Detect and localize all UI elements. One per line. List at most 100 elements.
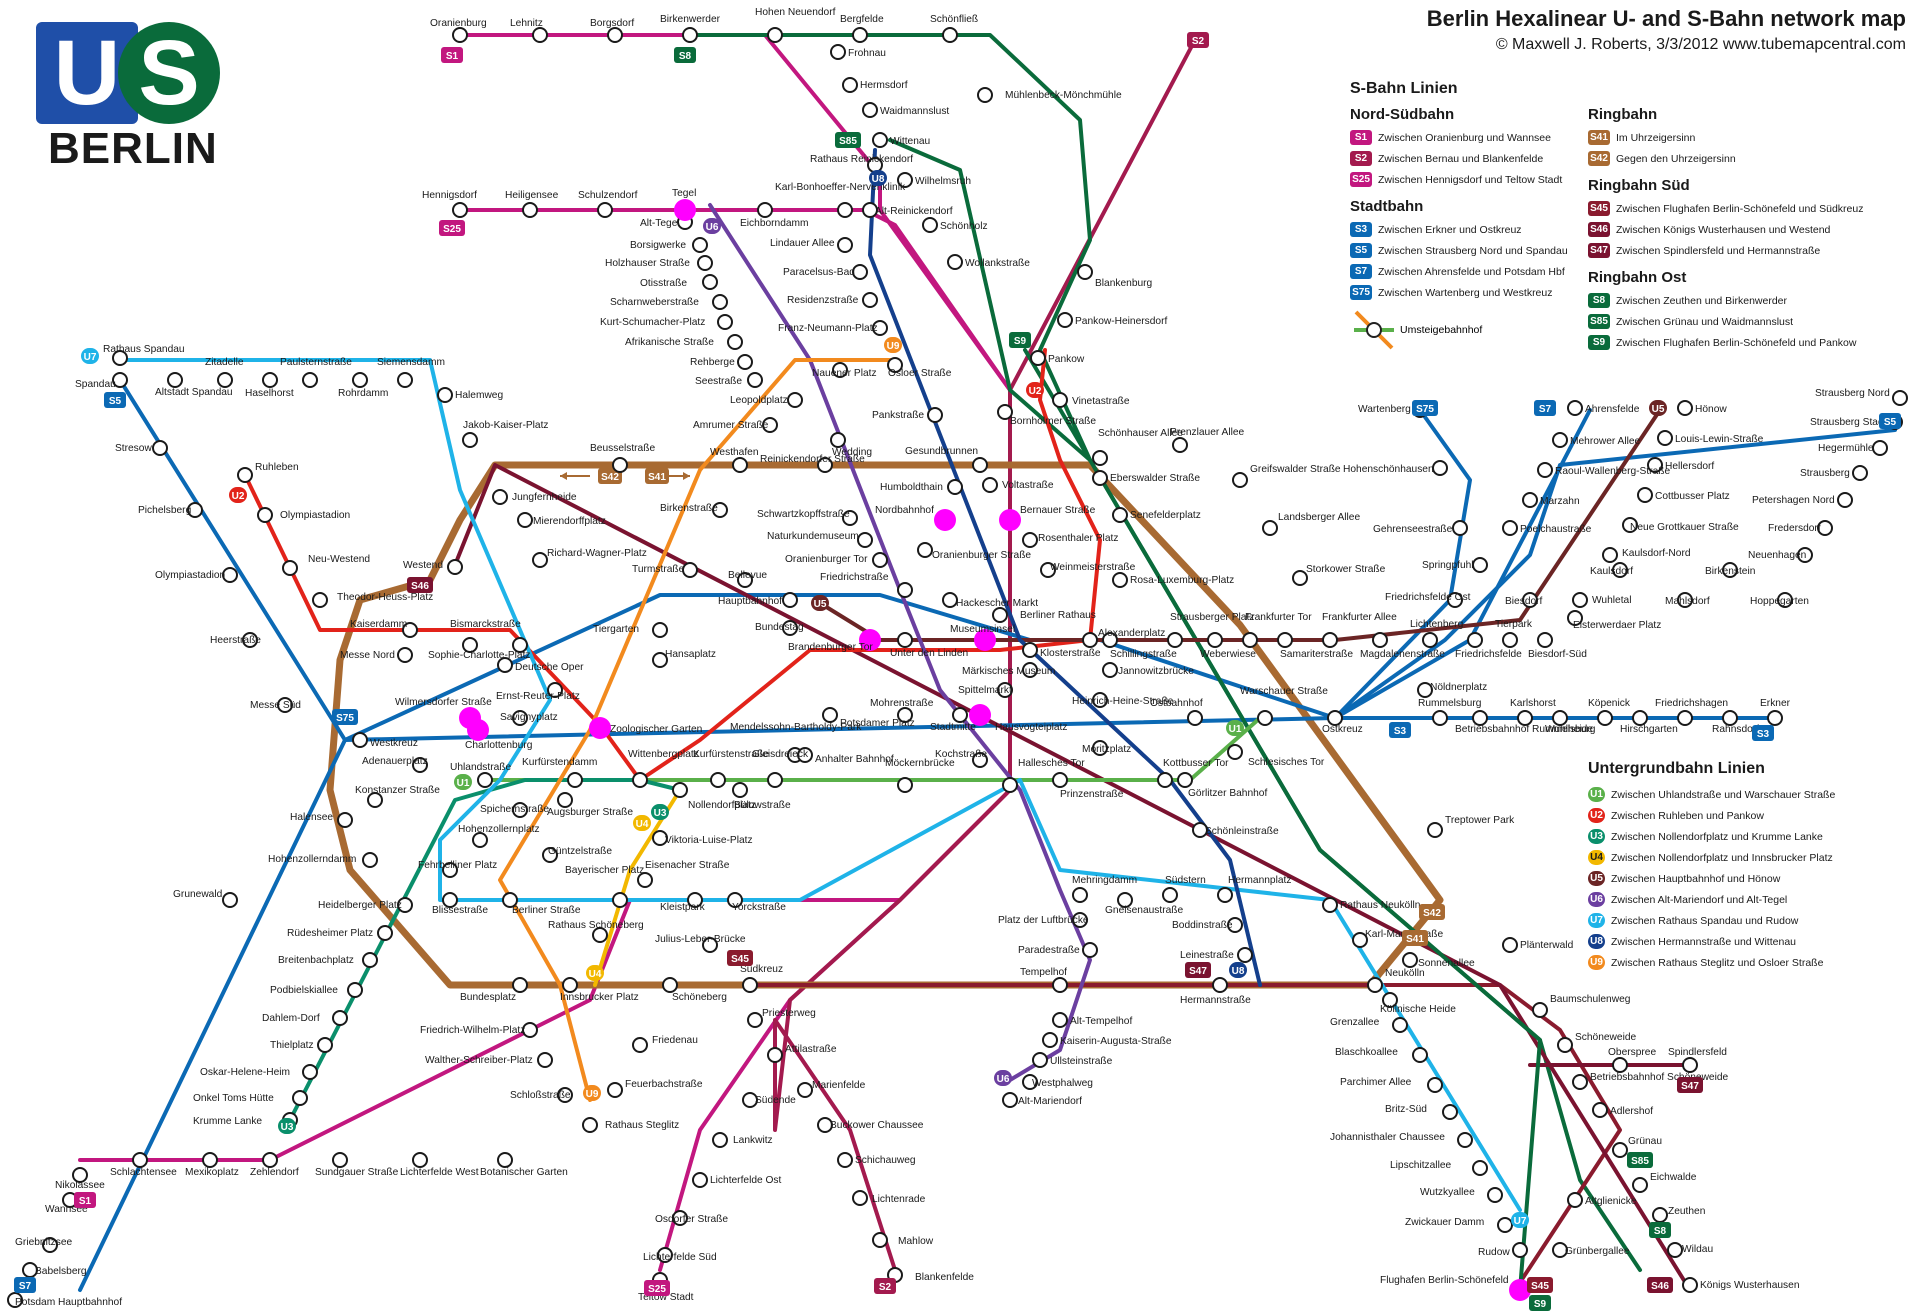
line-badge-s47-39[interactable]: S47 — [1677, 1077, 1703, 1093]
line-badge-s75-15[interactable]: S75 — [332, 709, 358, 725]
station-spittelmarkt-67-marker[interactable] — [997, 682, 1013, 698]
station-mehringdamm-202-marker[interactable] — [1072, 887, 1088, 903]
station-potsdam-hauptbahnhof-301-marker[interactable] — [7, 1292, 23, 1308]
station-rathaus-steglitz-274-marker[interactable] — [582, 1117, 598, 1133]
station-hackescher-markt-61-marker[interactable] — [942, 592, 958, 608]
station-neuenhagen-168-marker[interactable] — [1797, 547, 1813, 563]
station-friedenau-276-marker[interactable] — [632, 1037, 648, 1053]
line-badge-u8-5[interactable]: U8 — [869, 170, 887, 186]
station-pankstra-e-47-marker[interactable] — [927, 407, 943, 423]
transfer-station-marker-5[interactable] — [969, 704, 991, 726]
station-sch-nleinstra-e-198-marker[interactable] — [1192, 822, 1208, 838]
station-sch-nhauser-allee-194-marker[interactable] — [1092, 450, 1108, 466]
station-marzahn-159-marker[interactable] — [1522, 492, 1538, 508]
station-blaschkoallee-236-marker[interactable] — [1412, 1047, 1428, 1063]
station-birkenstein-166-marker[interactable] — [1722, 562, 1738, 578]
line-badge-s1-23[interactable]: S1 — [74, 1192, 96, 1208]
station-kurf-rstendamm-117-marker[interactable] — [567, 772, 583, 788]
station-ullsteinstra-e-208-marker[interactable] — [1032, 1052, 1048, 1068]
station-lichterfelde-west-295-marker[interactable] — [412, 1152, 428, 1168]
station-parchimer-allee-237-marker[interactable] — [1427, 1077, 1443, 1093]
station-karl-bonhoeffer-nervenklinik-26-marker[interactable] — [837, 202, 853, 218]
station-alexanderplatz-63-marker[interactable] — [1082, 632, 1098, 648]
station-savignyplatz-94-marker[interactable] — [512, 710, 528, 726]
line-badge-s75-35[interactable]: S75 — [1412, 400, 1438, 416]
station-grunewald-302-marker[interactable] — [222, 892, 238, 908]
station-buckower-chaussee-280-marker[interactable] — [817, 1117, 833, 1133]
transfer-station-marker-2[interactable] — [999, 509, 1021, 531]
station-alt-reinickendorf-27-marker[interactable] — [862, 202, 878, 218]
station-marienfelde-279-marker[interactable] — [797, 1082, 813, 1098]
station-betriebsbahnhof-sch-neweide-223-marker[interactable] — [1572, 1074, 1588, 1090]
station-kottbusser-tor-131-marker[interactable] — [1157, 772, 1173, 788]
station-botanischer-garten-296-marker[interactable] — [497, 1152, 513, 1168]
transfer-station-marker-3[interactable] — [859, 629, 881, 651]
station-voltastra-e-49-marker[interactable] — [982, 477, 998, 493]
line-badge-s5-11[interactable]: S5 — [104, 392, 126, 408]
line-badge-u7-42[interactable]: U7 — [1511, 1212, 1529, 1228]
station-haselhorst-107-marker[interactable] — [262, 372, 278, 388]
station-wuhlheide-184-marker[interactable] — [1552, 710, 1568, 726]
station-pl-nterwald-219-marker[interactable] — [1502, 937, 1518, 953]
station-kaiserdamm-88-marker[interactable] — [402, 622, 418, 638]
station-altstadt-spandau-105-marker[interactable] — [167, 372, 183, 388]
station-stadtmitte-69-marker[interactable] — [952, 707, 968, 723]
station-m-hlenbeck-m-nchm-hle-14-marker[interactable] — [977, 87, 993, 103]
station-mehrower-allee-157-marker[interactable] — [1552, 432, 1568, 448]
station-karl-marx-stra-e-215-marker[interactable] — [1352, 932, 1368, 948]
station-hallesches-tor-128-marker[interactable] — [1002, 777, 1018, 793]
station-greifswalder-stra-e-190-marker[interactable] — [1232, 472, 1248, 488]
station-sophie-charlotte-platz-90-marker[interactable] — [462, 637, 478, 653]
station-k-nigs-wusterhausen-231-marker[interactable] — [1682, 1277, 1698, 1293]
station-blankenburg-15-marker[interactable] — [1077, 264, 1093, 280]
station-lindauer-allee-41-marker[interactable] — [837, 237, 853, 253]
station-wittenau-10-marker[interactable] — [872, 132, 888, 148]
station-bundesplatz-247-marker[interactable] — [512, 977, 528, 993]
station-yorckstra-e-248-marker[interactable] — [727, 892, 743, 908]
station-friedrichshagen-187-marker[interactable] — [1677, 710, 1693, 726]
station-sch-nflie-6-marker[interactable] — [942, 27, 958, 43]
station-oskar-helene-heim-268-marker[interactable] — [302, 1064, 318, 1080]
line-badge-s8-41[interactable]: S8 — [1649, 1222, 1671, 1238]
line-badge-s85-40[interactable]: S85 — [1627, 1152, 1653, 1168]
line-badge-s41-32[interactable]: S41 — [1402, 930, 1428, 946]
station-ostkreuz-179-marker[interactable] — [1327, 710, 1343, 726]
transfer-station-marker-4[interactable] — [974, 629, 996, 651]
station-lichterfelde-ost-287-marker[interactable] — [692, 1172, 708, 1188]
station-breitenbachplatz-264-marker[interactable] — [362, 952, 378, 968]
station-louis-lewin-stra-e-154-marker[interactable] — [1657, 430, 1673, 446]
station-messe-nord-89-marker[interactable] — [397, 647, 413, 663]
station-paracelsus-bad-42-marker[interactable] — [852, 264, 868, 280]
station-rohrdamm-109-marker[interactable] — [352, 372, 368, 388]
station-strausberg-171-marker[interactable] — [1852, 465, 1868, 481]
station-ruhleben-111-marker[interactable] — [237, 467, 253, 483]
station-paradestra-e-204-marker[interactable] — [1082, 942, 1098, 958]
station-wilhelmsruh-11-marker[interactable] — [897, 172, 913, 188]
station-wittenbergplatz-118-marker[interactable] — [632, 772, 648, 788]
station-kaiserin-augusta-stra-e-207-marker[interactable] — [1042, 1032, 1058, 1048]
station-heiligensee-21-marker[interactable] — [522, 202, 538, 218]
station-frankfurter-allee-142-marker[interactable] — [1322, 632, 1338, 648]
line-badge-s8-1[interactable]: S8 — [674, 47, 696, 63]
station-oberspree-224-marker[interactable] — [1612, 1057, 1628, 1073]
station-blissestra-e-260-marker[interactable] — [442, 892, 458, 908]
station-naturkundemuseum-58-marker[interactable] — [857, 532, 873, 548]
station-pankow-heinersdorf-16-marker[interactable] — [1057, 312, 1073, 328]
station-potsdamer-platz-124-marker[interactable] — [822, 707, 838, 723]
transfer-station-marker-0[interactable] — [674, 199, 696, 221]
station-borgsdorf-2-marker[interactable] — [607, 27, 623, 43]
station-neue-grottkauer-stra-e-151-marker[interactable] — [1622, 517, 1638, 533]
station-rosa-luxemburg-platz-197-marker[interactable] — [1112, 572, 1128, 588]
line-badge-s9-8[interactable]: S9 — [1009, 332, 1031, 348]
station-pankow-17-marker[interactable] — [1030, 350, 1046, 366]
station-ahrensfelde-156-marker[interactable] — [1567, 400, 1583, 416]
line-badge-s5-38[interactable]: S5 — [1879, 413, 1901, 429]
station-griebnitzsee-299-marker[interactable] — [42, 1237, 58, 1253]
transfer-station-marker-7[interactable] — [467, 719, 489, 741]
station-hegerm-hle-172-marker[interactable] — [1872, 440, 1888, 456]
station-magdalenenstra-e-143-marker[interactable] — [1372, 632, 1388, 648]
station-pichelsberg-101-marker[interactable] — [187, 502, 203, 518]
station-birkenstra-e-79-marker[interactable] — [712, 502, 728, 518]
station-r-desheimer-platz-263-marker[interactable] — [377, 925, 393, 941]
station-g-ntzelstra-e-255-marker[interactable] — [542, 847, 558, 863]
